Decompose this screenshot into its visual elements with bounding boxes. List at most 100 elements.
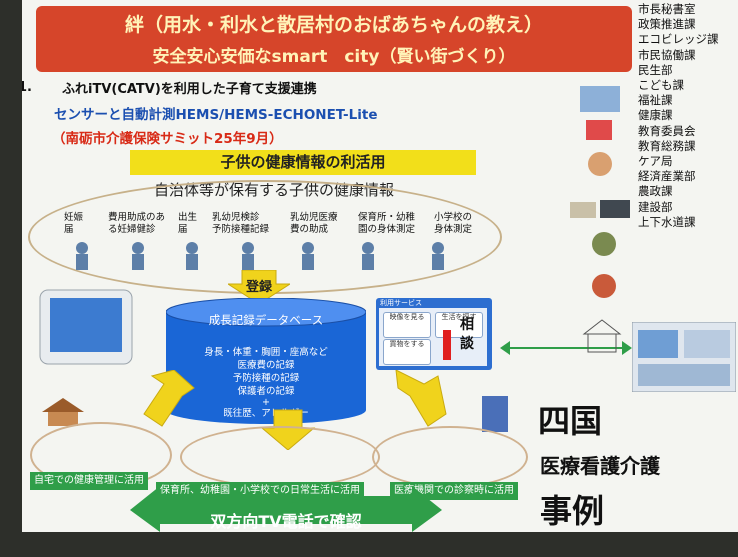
person-icon [242, 242, 254, 254]
person-icon [362, 254, 374, 270]
department-item: こども課 [638, 78, 684, 93]
person-icon [432, 254, 444, 270]
department-item: 市長秘書室 [638, 2, 696, 16]
bottom-banner-arrow [130, 486, 442, 532]
department-item: 農政課 [638, 184, 673, 199]
dept-icon-2 [586, 120, 612, 140]
department-item: 福祉課 [638, 93, 673, 108]
database-body [166, 312, 366, 410]
category-item: 費用助成のあ る妊婦健診 [108, 212, 165, 236]
category-line: る妊婦健診 [108, 224, 156, 235]
health-banner: 子供の健康情報の利活用 [130, 150, 476, 175]
category-item: 保育所・幼稚 園の身体測定 [358, 212, 415, 236]
department-item: 上下水道課 [638, 214, 696, 229]
category-line: 園の身体測定 [358, 224, 416, 235]
register-arrow [228, 270, 290, 304]
bottom-label-home: 自宅での健康管理に活用 [30, 472, 148, 490]
department-item: 経済産業部 [638, 169, 696, 184]
database-item: 既往歴、アレルギー [223, 408, 309, 419]
database-item: 身長・体重・胸囲・座高など [204, 347, 328, 358]
department-list: 市長秘書室 政策推進課 エコビレッジ課 市民協働課 民生部 こども課 福祉課 健… [638, 2, 738, 230]
title-banner: 絆（用水・利水と散居村のおばあちゃんの教え） 安全安心安価なsmart city… [36, 6, 632, 72]
category-line: 出生 [178, 212, 198, 223]
database-top [166, 298, 366, 327]
database-cylinder [166, 298, 366, 424]
person-icon [242, 254, 254, 270]
monitor-panel [684, 330, 730, 358]
category-line: 乳幼児医療 [290, 212, 338, 223]
department-item: 民生部 [638, 62, 673, 77]
hospital-icon [482, 396, 508, 432]
person-icon [76, 242, 88, 254]
title-line-2: 安全安心安価なsmart city（賢い街づくり） [152, 47, 516, 67]
house-icon [582, 319, 622, 353]
connection-arrow [500, 341, 632, 355]
register-label: 登録 [245, 280, 272, 295]
category-line: 予防接種記録 [212, 224, 270, 235]
consult-inner: 映像を見る 生活を探す 買物をする [379, 308, 487, 366]
dept-icon-5 [600, 200, 630, 218]
database-bottom [166, 396, 366, 424]
dept-icon-1 [580, 86, 620, 112]
category-item: 妊娠 届 [64, 212, 83, 236]
category-item: 乳幼児検診 予防接種記録 [212, 212, 269, 236]
category-line: 妊娠 [64, 212, 84, 223]
home-icon [42, 398, 84, 426]
tablet-screen [50, 298, 122, 352]
department-item: 教育委員会 [638, 123, 696, 138]
category-item: 小学校の 身体測定 [434, 212, 472, 236]
consult-button-shop[interactable]: 買物をする [383, 339, 431, 365]
monitor-panel [638, 364, 730, 386]
case-study-text: 事例 [540, 492, 605, 530]
database-item: + [262, 397, 270, 408]
database-item: 保護者の記録 [237, 386, 295, 397]
category-line: 届 [178, 224, 188, 235]
department-item: エコビレッジ課 [638, 32, 719, 47]
person-icon [186, 242, 198, 254]
bottom-banner-label: 双方向TV電話で確認 [210, 512, 362, 531]
department-item: 政策推進課 [638, 17, 696, 32]
category-line: 乳幼児検診 [212, 212, 260, 223]
department-item: 教育総務課 [638, 138, 696, 153]
database-item: 予防接種の記録 [232, 373, 300, 384]
bottom-label-school: 保育所、幼稚園・小学校での日常生活に活用 [156, 482, 364, 500]
category-line: 費用助成のあ [108, 212, 166, 223]
people-illustrations [76, 242, 444, 270]
consult-header: 利用サービス [380, 299, 422, 307]
medical-care-text: 医療看護介護 [540, 454, 660, 478]
health-banner-text: 子供の健康情報の利活用 [220, 153, 386, 171]
consult-button-video[interactable]: 映像を見る [383, 312, 431, 338]
summit-line: （南砺市介護保険サミット25年9月） [52, 131, 283, 147]
person-icon [132, 242, 144, 254]
category-item: 出生 届 [178, 212, 197, 236]
dept-icon-4 [570, 202, 596, 218]
school-ellipse [180, 426, 380, 488]
shikoku-text: 四国 [538, 402, 603, 440]
slide: 絆（用水・利水と散居村のおばあちゃんの教え） 安全安心安価なsmart city… [22, 0, 738, 532]
left-arrow [143, 370, 195, 427]
red-cross-icon [443, 330, 451, 360]
category-item: 乳幼児医療 費の助成 [290, 212, 338, 236]
person-icon [432, 242, 444, 254]
category-line: 小学校の [434, 212, 473, 223]
right-arrow [395, 370, 447, 427]
category-line: 身体測定 [434, 224, 473, 235]
section-title: ふれiTV(CATV)を利用した子育て支援連携 [62, 82, 317, 97]
sensor-line: センサーと自動計測HEMS/HEMS-ECHONET-Lite [54, 107, 378, 123]
dept-icon-3 [588, 152, 612, 176]
database-title: 成長記録データベース [208, 313, 324, 327]
person-icon [132, 254, 144, 270]
consult-label: 相談 [460, 317, 474, 352]
hospital-ellipse [372, 426, 528, 488]
monitor-screen [632, 322, 736, 392]
consult-panel: 利用サービス 映像を見る 生活を探す 買物をする [376, 298, 492, 370]
category-line: 費の助成 [290, 224, 329, 235]
person-icon [302, 254, 314, 270]
dept-icon-6 [592, 232, 616, 256]
title-line-1: 絆（用水・利水と散居村のおばあちゃんの教え） [124, 14, 543, 36]
person-icon [302, 242, 314, 254]
category-line: 保育所・幼稚 [358, 212, 416, 223]
category-line: 届 [64, 224, 74, 235]
tablet-device [39, 289, 133, 365]
